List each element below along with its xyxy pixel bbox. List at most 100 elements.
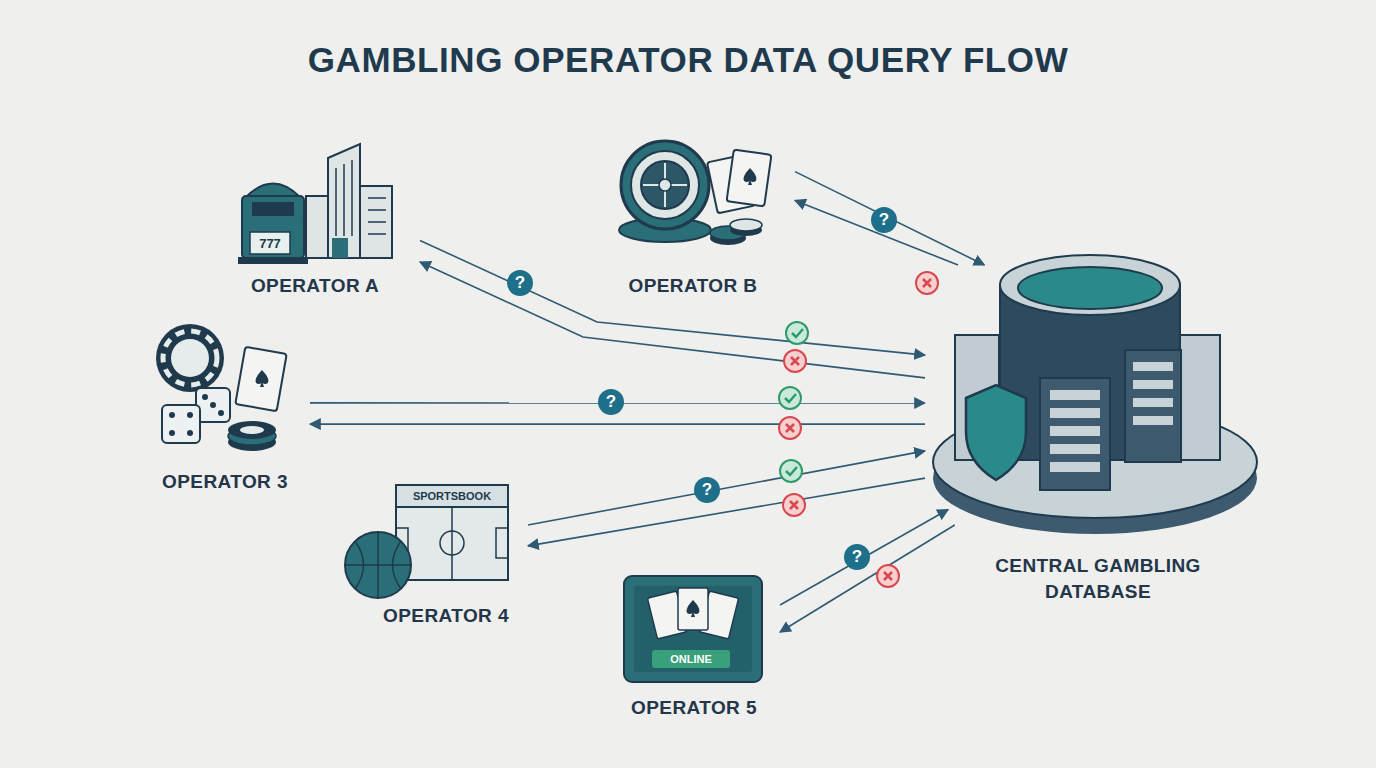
diagram-title: GAMBLING OPERATOR DATA QUERY FLOW bbox=[0, 40, 1376, 80]
flow-arrow bbox=[795, 172, 984, 265]
roulette-icon-part bbox=[621, 141, 709, 229]
cards-icon-part bbox=[744, 168, 757, 185]
check-icon-part bbox=[792, 329, 803, 337]
dice-icon-part bbox=[202, 394, 208, 400]
operator-node: OPERATOR A bbox=[235, 138, 420, 298]
database-icon-part bbox=[1133, 398, 1173, 407]
query-badge: ? bbox=[871, 207, 897, 233]
operator-node: OPERATOR 3 bbox=[150, 330, 310, 495]
database-icon-part bbox=[1040, 378, 1110, 490]
node-label: CENTRAL GAMBLING DATABASE bbox=[983, 553, 1213, 605]
roulette-icon-part bbox=[659, 179, 671, 191]
roulette-icon-part bbox=[641, 161, 689, 209]
slot-machine-icon-part bbox=[238, 257, 308, 264]
cards-icon bbox=[707, 150, 771, 214]
database-icon-part bbox=[1133, 380, 1173, 389]
node-label: OPERATOR 3 bbox=[150, 469, 300, 495]
check-icon bbox=[786, 322, 808, 344]
database-icon-part bbox=[1180, 335, 1220, 460]
query-badge: ? bbox=[844, 544, 870, 570]
node-label: OPERATOR B bbox=[615, 273, 771, 299]
check-icon-part bbox=[779, 387, 801, 409]
chips-icon bbox=[710, 219, 762, 245]
slot-machine-icon-part bbox=[246, 184, 300, 198]
cross-icon-part bbox=[784, 350, 806, 372]
flow-arrow bbox=[780, 510, 948, 606]
roulette-icon-part bbox=[631, 151, 699, 219]
check-icon-part bbox=[786, 322, 808, 344]
sportsbook-field-icon-part bbox=[440, 531, 464, 555]
basketball-icon bbox=[345, 532, 411, 598]
building-icon-part bbox=[306, 196, 330, 258]
database-icon-part bbox=[1050, 426, 1100, 436]
chip-stack-icon-part bbox=[228, 421, 276, 439]
casino-chip-icon-part bbox=[163, 331, 217, 385]
sportsbook-field-icon-part bbox=[451, 507, 453, 580]
database-icon-part bbox=[1050, 444, 1100, 454]
database-icon-part bbox=[1133, 416, 1173, 425]
sportsbook-field-icon-part bbox=[396, 485, 508, 580]
slot-reel-text: 777 bbox=[259, 236, 281, 251]
dice-icon bbox=[162, 388, 230, 443]
card-icon-part bbox=[235, 347, 286, 411]
cross-icon-part bbox=[786, 424, 794, 432]
building-icon-part bbox=[368, 209, 386, 211]
cross-icon-part bbox=[791, 357, 799, 365]
dice-icon-part bbox=[187, 430, 193, 436]
casino-chip-icon bbox=[156, 324, 224, 392]
check-icon-part bbox=[786, 467, 797, 475]
chip-stack-icon-part bbox=[240, 426, 264, 434]
basketball-icon-part bbox=[355, 541, 364, 589]
tablet-icon-part bbox=[687, 600, 700, 617]
operator-node: OPERATOR B bbox=[615, 138, 795, 298]
query-badge: ? bbox=[694, 477, 720, 503]
sportsbook-field-icon-part bbox=[496, 528, 508, 558]
check-icon bbox=[780, 460, 802, 482]
chip-stack-icon bbox=[228, 421, 276, 451]
database-icon-part bbox=[1133, 362, 1173, 371]
chips-icon-part bbox=[730, 219, 762, 231]
database-icon-part bbox=[1050, 390, 1100, 400]
slot-machine-icon-part bbox=[242, 196, 304, 258]
dice-icon-part bbox=[162, 405, 200, 443]
cross-icon-part bbox=[916, 272, 938, 294]
sportsbook-field-icon-part bbox=[396, 485, 508, 507]
basketball-icon-part bbox=[377, 532, 379, 598]
casino-chip-icon-part bbox=[156, 324, 224, 392]
flow-arrow bbox=[795, 200, 958, 265]
query-badge: ? bbox=[507, 270, 533, 296]
sportsbook-field-icon bbox=[396, 485, 508, 580]
slot-machine-icon-part bbox=[250, 232, 290, 254]
flow-arrow bbox=[528, 478, 925, 546]
building-icon-part bbox=[343, 164, 345, 236]
dice-icon-part bbox=[210, 402, 216, 408]
cross-icon bbox=[779, 417, 801, 439]
operator-node: OPERATOR 5 bbox=[620, 575, 780, 720]
flow-arrow bbox=[780, 525, 955, 632]
operator-node: OPERATOR 4 bbox=[340, 483, 528, 628]
check-icon-part bbox=[785, 394, 796, 402]
tablet-icon bbox=[624, 576, 762, 682]
query-badge: ? bbox=[598, 389, 624, 415]
dice-icon-part bbox=[218, 410, 224, 416]
cross-icon-part bbox=[923, 279, 931, 287]
building-icon-part bbox=[332, 238, 348, 258]
dice-icon-part bbox=[169, 412, 175, 418]
dice-icon-part bbox=[169, 430, 175, 436]
basketball-icon-part bbox=[345, 532, 411, 598]
building-icon bbox=[306, 144, 392, 258]
cards-icon-part bbox=[727, 150, 772, 207]
dice-icon-part bbox=[187, 412, 193, 418]
node-label: OPERATOR 4 bbox=[366, 603, 526, 629]
tablet-icon-part bbox=[678, 588, 708, 630]
tablet-icon-part bbox=[624, 576, 762, 682]
cross-icon bbox=[877, 565, 899, 587]
cross-icon bbox=[783, 494, 805, 516]
cross-icon-part bbox=[877, 565, 899, 587]
database-icon-part bbox=[1050, 462, 1100, 472]
dice-icon-part bbox=[196, 388, 230, 422]
database-icon-part bbox=[1000, 255, 1180, 315]
